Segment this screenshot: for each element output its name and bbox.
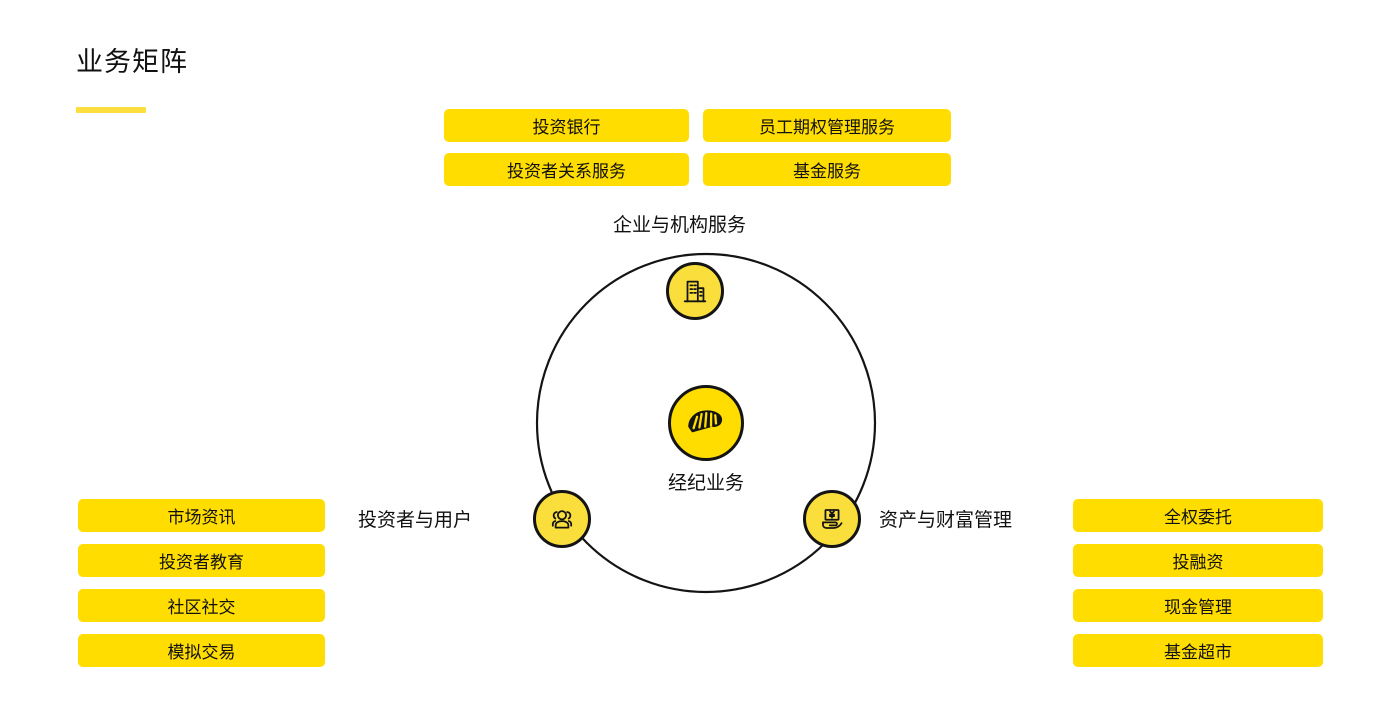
tag-wealth-1[interactable]: 投融资 [1073, 544, 1323, 577]
hand-money-icon [817, 504, 847, 534]
group-label-wealth: 资产与财富管理 [879, 510, 1013, 531]
users-icon [547, 504, 577, 534]
tag-enterprise-1[interactable]: 员工期权管理服务 [703, 109, 951, 142]
tag-investors-2[interactable]: 社区社交 [78, 589, 325, 622]
node-investors[interactable] [533, 490, 591, 548]
tag-wealth-3[interactable]: 基金超市 [1073, 634, 1323, 667]
page-title: 业务矩阵 [76, 47, 188, 77]
tag-investors-1[interactable]: 投资者教育 [78, 544, 325, 577]
building-icon [680, 276, 710, 306]
tag-enterprise-3[interactable]: 基金服务 [703, 153, 951, 186]
tag-investors-3[interactable]: 模拟交易 [78, 634, 325, 667]
tag-enterprise-0[interactable]: 投资银行 [444, 109, 689, 142]
tag-enterprise-2[interactable]: 投资者关系服务 [444, 153, 689, 186]
tag-wealth-2[interactable]: 现金管理 [1073, 589, 1323, 622]
hand-fan-icon [680, 395, 732, 452]
title-accent-bar [76, 107, 146, 113]
tag-investors-0[interactable]: 市场资讯 [78, 499, 325, 532]
node-center-brokerage[interactable] [668, 385, 744, 461]
center-label: 经纪业务 [667, 473, 744, 494]
node-wealth[interactable] [803, 490, 861, 548]
group-label-investors: 投资者与用户 [358, 510, 473, 531]
tag-wealth-0[interactable]: 全权委托 [1073, 499, 1323, 532]
group-label-enterprise: 企业与机构服务 [613, 215, 747, 236]
node-enterprise[interactable] [666, 262, 724, 320]
